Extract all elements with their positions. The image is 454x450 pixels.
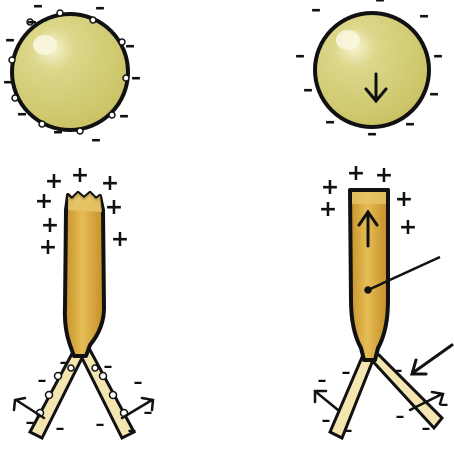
panel-top-right-sphere: ––––––––––	[295, 0, 443, 145]
pointer-arrow-fork	[412, 345, 452, 374]
negative-fork-charge-left-6: –	[96, 414, 105, 435]
positive-charge-left-3: +	[35, 189, 53, 214]
panel-top-left-sphere: –––––––––––	[3, 0, 141, 151]
panel-bottom-left-tube: ++++++++ –––––––––	[14, 163, 153, 441]
negative-charge-left-7: –	[17, 101, 27, 125]
negative-fork-charge-right-5: –	[396, 406, 405, 427]
negative-fork-charge-left-4: –	[26, 412, 35, 433]
negative-fork-charge-right-7: –	[440, 394, 449, 415]
negative-fork-charge-right-1: –	[342, 362, 351, 383]
negative-charge-right-0: –	[311, 0, 321, 21]
positive-charge-left-1: +	[71, 163, 89, 188]
negative-charge-left-8: –	[3, 69, 13, 93]
negative-fork-charge-left-5: –	[56, 418, 65, 439]
positive-charge-right-3: +	[395, 187, 413, 212]
sphere-left-highlight	[33, 35, 57, 55]
positive-charge-left-6: +	[39, 235, 57, 260]
negative-charge-right-7: –	[325, 109, 335, 133]
negative-fork-charge-left-1: –	[60, 352, 69, 373]
negative-fork-charge-left-2: –	[104, 356, 113, 377]
negative-charge-left-2: –	[125, 33, 135, 57]
negative-charge-left-6: –	[53, 119, 63, 143]
outward-arrows-left	[14, 398, 153, 418]
positive-charge-right-5: +	[399, 215, 417, 240]
negative-charge-right-6: –	[367, 121, 377, 145]
positive-charge-left-4: +	[105, 195, 123, 220]
negative-fork-charge-right-4: –	[344, 420, 353, 441]
negative-charge-left-10: –	[27, 9, 37, 33]
negative-fork-charge-right-6: –	[422, 418, 431, 439]
negative-charge-right-2: –	[419, 3, 429, 27]
negative-fork-charge-right-2: –	[394, 360, 403, 381]
negative-charge-left-3: –	[131, 65, 141, 89]
negative-fork-charge-left-8: –	[144, 402, 153, 423]
sphere-right-highlight	[336, 30, 360, 50]
positive-charge-right-1: +	[347, 161, 365, 186]
tube-body-left	[65, 193, 104, 356]
negative-charge-left-5: –	[91, 127, 101, 151]
negative-charge-left-9: –	[5, 27, 15, 51]
negative-charge-right-9: –	[295, 43, 305, 67]
negative-charge-left-4: –	[119, 103, 129, 127]
negative-fork-charge-right-0: –	[318, 370, 327, 391]
negative-fork-charge-left-0: –	[38, 370, 47, 391]
negative-charge-right-3: –	[433, 43, 443, 67]
tube-cap-right	[352, 192, 386, 204]
positive-charge-right-2: +	[375, 163, 393, 188]
negative-fork-charge-left-3: –	[134, 372, 143, 393]
negative-fork-charge-right-3: –	[322, 410, 331, 431]
positive-charge-left-2: +	[101, 171, 119, 196]
positive-charge-right-4: +	[319, 197, 337, 222]
negative-charge-right-5: –	[405, 111, 415, 135]
negative-charge-right-8: –	[303, 77, 313, 101]
negative-charge-right-4: –	[429, 81, 439, 105]
panel-bottom-right-tube: ++++++ ––––––––	[315, 161, 452, 441]
negative-fork-charge-left-7: –	[128, 420, 137, 441]
negative-charge-left-1: –	[95, 0, 105, 19]
negative-charge-right-1: –	[375, 0, 385, 11]
positive-charge-left-7: +	[111, 227, 129, 252]
